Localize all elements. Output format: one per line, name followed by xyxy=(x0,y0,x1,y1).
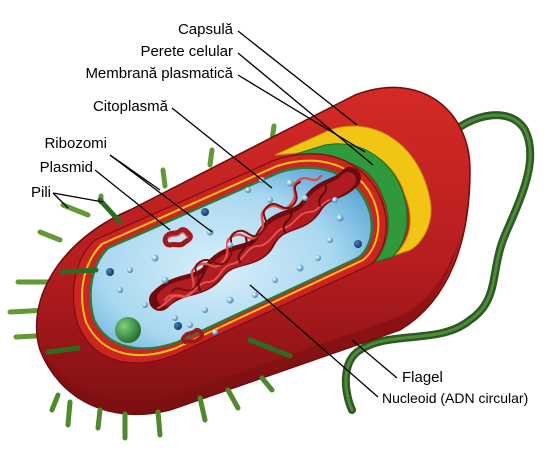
label-cell-wall: Perete celular xyxy=(140,43,233,60)
label-flagellum: Flagel xyxy=(402,369,443,386)
label-pili: Pili xyxy=(31,184,51,201)
label-plasmid: Plasmid xyxy=(40,159,93,176)
label-cytoplasm: Citoplasmă xyxy=(93,98,169,115)
granule xyxy=(115,317,141,343)
label-ribosomes: Ribozomi xyxy=(44,135,107,152)
plasmid xyxy=(162,227,193,248)
label-plasma-membrane: Membrană plasmatică xyxy=(85,65,233,82)
label-nucleoid: Nucleoid (ADN circular) xyxy=(382,390,528,406)
leader-lines xyxy=(52,30,398,398)
plasma-membrane xyxy=(269,143,408,263)
plasmid-2 xyxy=(180,327,205,345)
label-capsule: Capsulă xyxy=(178,21,234,38)
nucleoid-dna xyxy=(149,167,361,311)
